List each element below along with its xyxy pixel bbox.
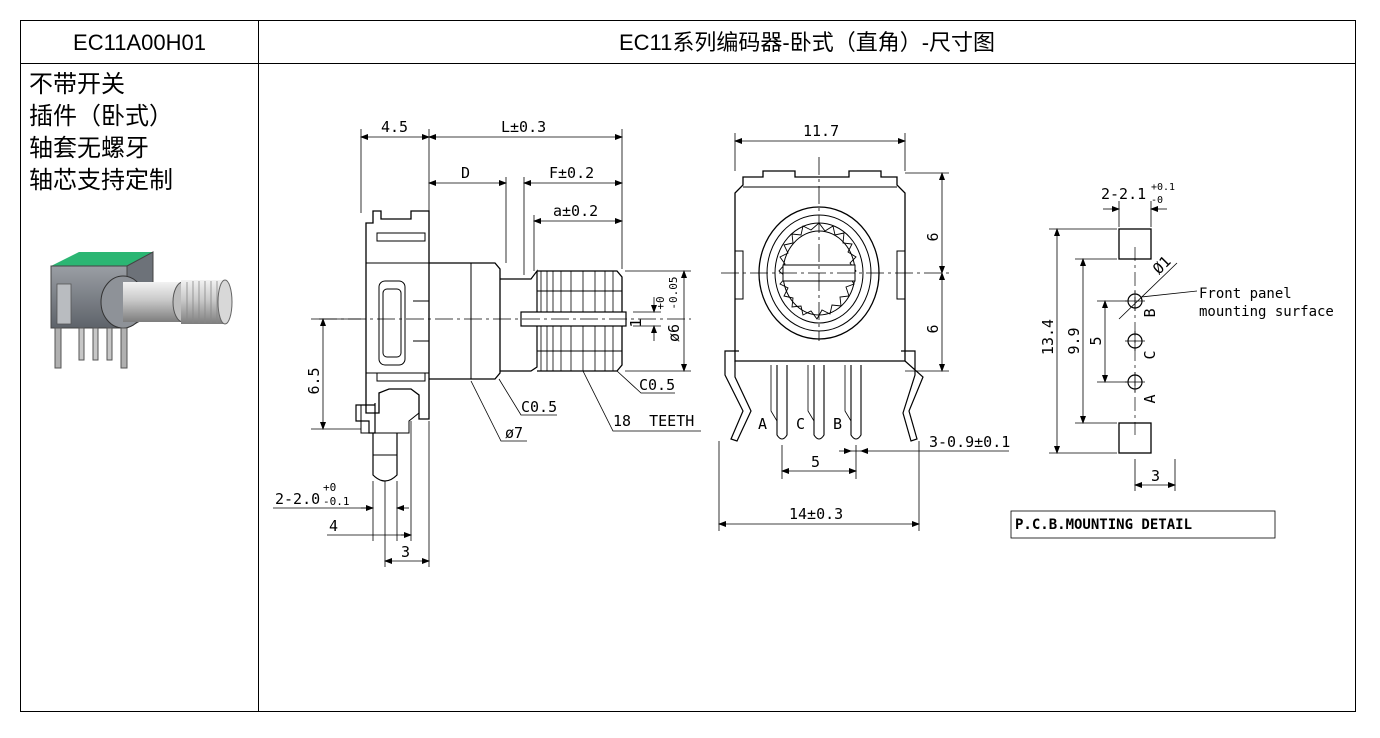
dim-pcb-hole: 2-2.1 xyxy=(1101,185,1146,203)
tol-shaft-plus: +0 xyxy=(654,296,667,309)
side-view xyxy=(273,129,701,567)
left-column: 不带开关 插件（卧式） 轴套无螺牙 轴芯支持定制 xyxy=(21,64,259,711)
dim-bushing-dia: ø7 xyxy=(505,424,523,442)
dim-leg-width: 2-2.0 xyxy=(275,490,320,508)
dim-flat-1: 1 xyxy=(627,318,645,327)
dim-6-top: 6 xyxy=(924,232,942,241)
dim-9-9: 9.9 xyxy=(1065,327,1083,354)
feature-item: 不带开关 xyxy=(29,70,125,98)
dim-shaft-dia: ø6 xyxy=(665,324,683,342)
dim-4: 4 xyxy=(329,517,338,535)
pcb-pin-a: A xyxy=(1141,394,1159,403)
dim-pcb-pitch: 5 xyxy=(1087,336,1105,345)
tol-leg-minus: -0.1 xyxy=(323,495,350,508)
dim-14: 14±0.3 xyxy=(789,505,843,523)
dim-pin-width: 3-0.9±0.1 xyxy=(929,433,1010,451)
pin-label-c: C xyxy=(796,415,805,433)
dim-6-5: 6.5 xyxy=(305,367,323,394)
dim-pin-pitch: 5 xyxy=(811,453,820,471)
feature-item: 轴芯支持定制 xyxy=(29,166,173,194)
pcb-pin-c: C xyxy=(1141,350,1159,359)
pcb-pin-b: B xyxy=(1141,308,1159,317)
pcb-detail-label: P.C.B.MOUNTING DETAIL xyxy=(1015,517,1192,533)
pcb-view xyxy=(1010,201,1276,539)
pin-label-b: B xyxy=(833,415,842,433)
dim-11-7: 11.7 xyxy=(803,122,839,140)
dim-3-pcb: 3 xyxy=(1151,467,1160,485)
encoder-photo xyxy=(50,251,233,369)
dim-d: D xyxy=(461,164,470,182)
dim-length: L±0.3 xyxy=(501,118,546,136)
pin-label-a: A xyxy=(758,415,767,433)
dim-pin-dia: Ø1 xyxy=(1149,252,1175,278)
dim-chamfer-shaft: C0.5 xyxy=(639,376,675,394)
dimension-drawing: 4.5 L±0.3 D F±0.2 a±0.2 1 ø6 +0 -0.05 6.… xyxy=(273,118,1334,567)
dim-f: F±0.2 xyxy=(549,164,594,182)
title-cell: EC11系列编码器-卧式（直角）-尺寸图 xyxy=(259,21,1355,64)
dim-13-4: 13.4 xyxy=(1039,319,1057,355)
dim-6-bottom: 6 xyxy=(924,324,942,333)
dim-a: a±0.2 xyxy=(553,202,598,220)
feature-item: 插件（卧式） xyxy=(29,102,173,130)
tol-leg-plus: +0 xyxy=(323,481,336,494)
tol-pcb-plus: +0.1 xyxy=(1151,182,1175,193)
feature-item: 轴套无螺牙 xyxy=(29,134,149,162)
spec-sheet: EC11A00H01 EC11系列编码器-卧式（直角）-尺寸图 不带开关 插件（… xyxy=(20,20,1356,712)
tol-shaft-minus: -0.05 xyxy=(667,276,680,309)
tol-pcb-minus: -0 xyxy=(1151,195,1163,206)
feature-list: 不带开关 插件（卧式） 轴套无螺牙 轴芯支持定制 xyxy=(29,68,173,196)
dim-3-side: 3 xyxy=(401,543,410,561)
note-front-panel: Front panel xyxy=(1199,286,1292,302)
note-mounting-surface: mounting surface xyxy=(1199,304,1334,320)
front-view xyxy=(718,133,1009,531)
dim-4-5: 4.5 xyxy=(381,118,408,136)
dim-teeth: 18 TEETH xyxy=(613,412,694,430)
dim-chamfer-bushing: C0.5 xyxy=(521,398,557,416)
model-cell: EC11A00H01 xyxy=(21,21,259,64)
